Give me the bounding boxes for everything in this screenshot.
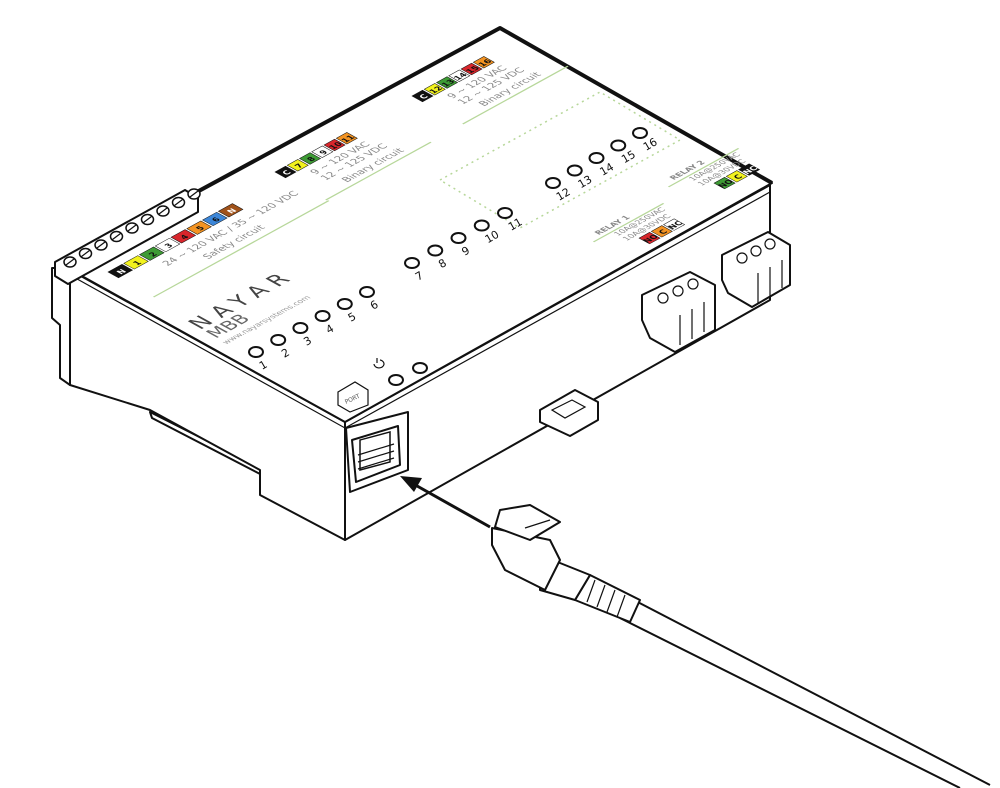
safety-terminal-block (54, 188, 201, 285)
terminal-chip-5: 5 (186, 220, 212, 235)
led-10: 10 (473, 219, 502, 246)
svg-text:12: 12 (427, 85, 445, 95)
terminal-chip-9: 9 (311, 145, 334, 158)
power-icon (373, 358, 385, 369)
svg-text:5: 5 (194, 225, 207, 232)
svg-text:2: 2 (147, 251, 160, 258)
terminal-screw[interactable] (140, 213, 155, 226)
terminal-chip-11: 11 (335, 132, 358, 145)
svg-text:1: 1 (131, 260, 144, 267)
rj45-port-icon[interactable] (345, 411, 409, 493)
terminal-chip-15: 15 (460, 62, 483, 76)
arrow-icon (400, 476, 491, 529)
svg-text:11: 11 (339, 134, 357, 144)
terminal-chip-nc: NC (738, 163, 761, 176)
terminal-chip-13: 13 (436, 76, 459, 89)
svg-text:4: 4 (178, 233, 191, 240)
svg-text:8: 8 (305, 156, 318, 163)
terminal-chip-14: 14 (448, 69, 471, 82)
svg-text:10: 10 (483, 228, 502, 246)
svg-text:15: 15 (464, 65, 482, 75)
relay-2-connector[interactable] (721, 231, 791, 308)
led-16: 16 (632, 127, 660, 154)
led-12: 12 (545, 177, 573, 204)
terminal-chip-n: N (217, 203, 244, 218)
svg-text:12: 12 (554, 185, 573, 203)
terminal-chip-7: 7 (286, 159, 309, 172)
terminal-chip-6: 6 (202, 211, 228, 227)
svg-text:C: C (657, 228, 670, 235)
terminal-chip-12: 12 (423, 83, 446, 96)
terminal-screw[interactable] (125, 222, 139, 234)
ethernet-cable-icon[interactable] (491, 504, 991, 788)
svg-text:13: 13 (576, 173, 595, 191)
svg-text:15: 15 (619, 148, 638, 166)
svg-text:N: N (115, 268, 129, 276)
svg-text:NC: NC (741, 165, 760, 175)
power-indicator (373, 358, 428, 386)
terminal-chip-nc: NC (663, 218, 686, 231)
terminal-chip-8: 8 (299, 152, 322, 165)
terminal-chip-no: NO (713, 176, 736, 189)
svg-text:14: 14 (598, 160, 617, 178)
terminal-screw[interactable] (171, 196, 186, 209)
led-13: 13 (566, 164, 595, 191)
svg-text:NO: NO (716, 178, 736, 189)
svg-text:6: 6 (210, 216, 223, 223)
led-15: 15 (610, 139, 638, 166)
svg-text:7: 7 (293, 162, 306, 169)
terminal-screw[interactable] (187, 188, 201, 200)
svg-text:NC: NC (666, 220, 685, 230)
side-clip (539, 389, 599, 437)
terminal-chip-16: 16 (472, 56, 495, 69)
svg-text:14: 14 (452, 71, 470, 81)
terminal-chip-10: 10 (323, 138, 346, 152)
svg-text:NO: NO (641, 233, 661, 244)
terminal-screw[interactable] (156, 205, 170, 217)
led-11: 11 (497, 207, 525, 234)
led-9: 9 (450, 232, 472, 259)
svg-text:11: 11 (506, 215, 525, 233)
svg-text:3: 3 (163, 242, 176, 249)
svg-text:16: 16 (641, 135, 660, 153)
terminal-chip-n: N (107, 263, 134, 279)
terminal-chip-c: C (274, 165, 297, 179)
relay-1-connector[interactable] (641, 271, 716, 353)
svg-text:C: C (280, 169, 293, 176)
svg-text:9: 9 (317, 149, 330, 156)
terminal-chip-c: C (725, 170, 748, 183)
svg-text:13: 13 (440, 78, 458, 88)
terminal-screw[interactable] (78, 247, 93, 260)
svg-text:16: 16 (476, 58, 494, 68)
terminal-screw[interactable] (94, 239, 108, 251)
terminal-chip-2: 2 (139, 246, 165, 261)
terminal-chip-3: 3 (154, 237, 181, 253)
terminal-screw[interactable] (63, 256, 77, 268)
terminal-screw[interactable] (109, 230, 124, 243)
svg-text:C: C (732, 173, 745, 180)
terminal-chip-1: 1 (123, 255, 149, 270)
svg-text:10: 10 (327, 141, 345, 151)
terminal-chip-c: C (650, 225, 673, 238)
terminal-chip-no: NO (638, 231, 661, 244)
terminal-chip-c: C (411, 89, 434, 103)
led-14: 14 (588, 152, 617, 179)
label-area-dotted (438, 91, 682, 229)
svg-text:N: N (225, 207, 239, 215)
svg-text:C: C (417, 93, 430, 100)
terminal-chip-4: 4 (170, 229, 197, 244)
